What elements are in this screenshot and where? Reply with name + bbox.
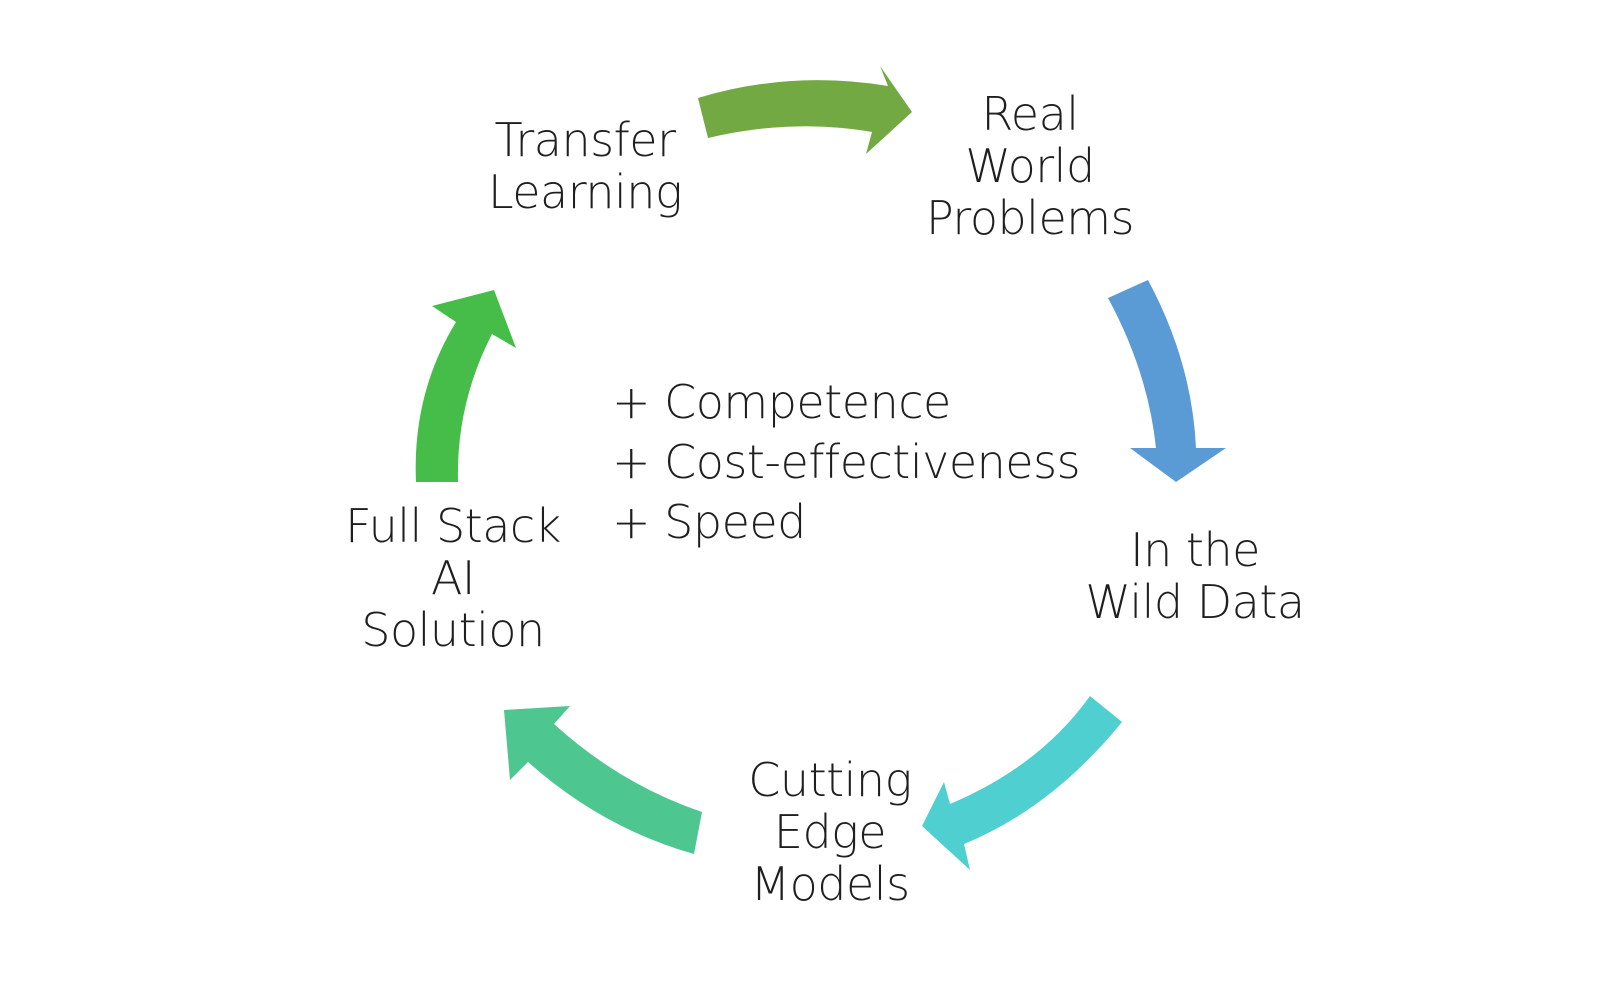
node-real-world-problems-line: World xyxy=(965,139,1095,193)
node-in-the-wild-data-line: Wild Data xyxy=(1085,575,1305,629)
benefit-item: + Cost-effectiveness xyxy=(612,435,1081,489)
node-full-stack-ai-solution-line: Solution xyxy=(361,603,545,657)
benefits-list: + Competence + Cost-effectiveness + Spee… xyxy=(612,372,1081,552)
node-in-the-wild-data-line: In the xyxy=(1130,523,1260,577)
arrow-real-to-wild xyxy=(1108,280,1226,482)
node-cutting-edge-models-line: Models xyxy=(750,857,910,911)
node-transfer-learning-line: Learning xyxy=(487,165,683,219)
arrow-wild-to-cutting xyxy=(922,696,1122,870)
node-real-world-problems-line: Problems xyxy=(925,191,1135,245)
node-full-stack-ai-solution-line: Full Stack xyxy=(345,499,561,553)
arrow-transfer-to-real xyxy=(698,66,912,154)
node-cutting-edge-models-line: Edge xyxy=(773,805,887,859)
node-transfer-learning: Transfer Learning xyxy=(470,114,700,218)
benefit-item: + Competence xyxy=(612,375,951,429)
node-transfer-learning-line: Transfer xyxy=(494,113,676,167)
node-real-world-problems-line: Real xyxy=(981,87,1079,141)
arrow-cutting-to-fullstack xyxy=(504,706,702,854)
node-cutting-edge-models: Cutting Edge Models xyxy=(720,754,940,910)
node-full-stack-ai-solution: Full Stack AI Solution xyxy=(338,500,568,656)
arrow-fullstack-to-transfer xyxy=(415,290,516,482)
node-in-the-wild-data: In the Wild Data xyxy=(1050,524,1340,628)
node-cutting-edge-models-line: Cutting xyxy=(748,753,912,807)
node-real-world-problems: Real World Problems xyxy=(900,88,1160,244)
node-full-stack-ai-solution-line: AI xyxy=(430,551,476,605)
benefit-item: + Speed xyxy=(612,495,806,549)
